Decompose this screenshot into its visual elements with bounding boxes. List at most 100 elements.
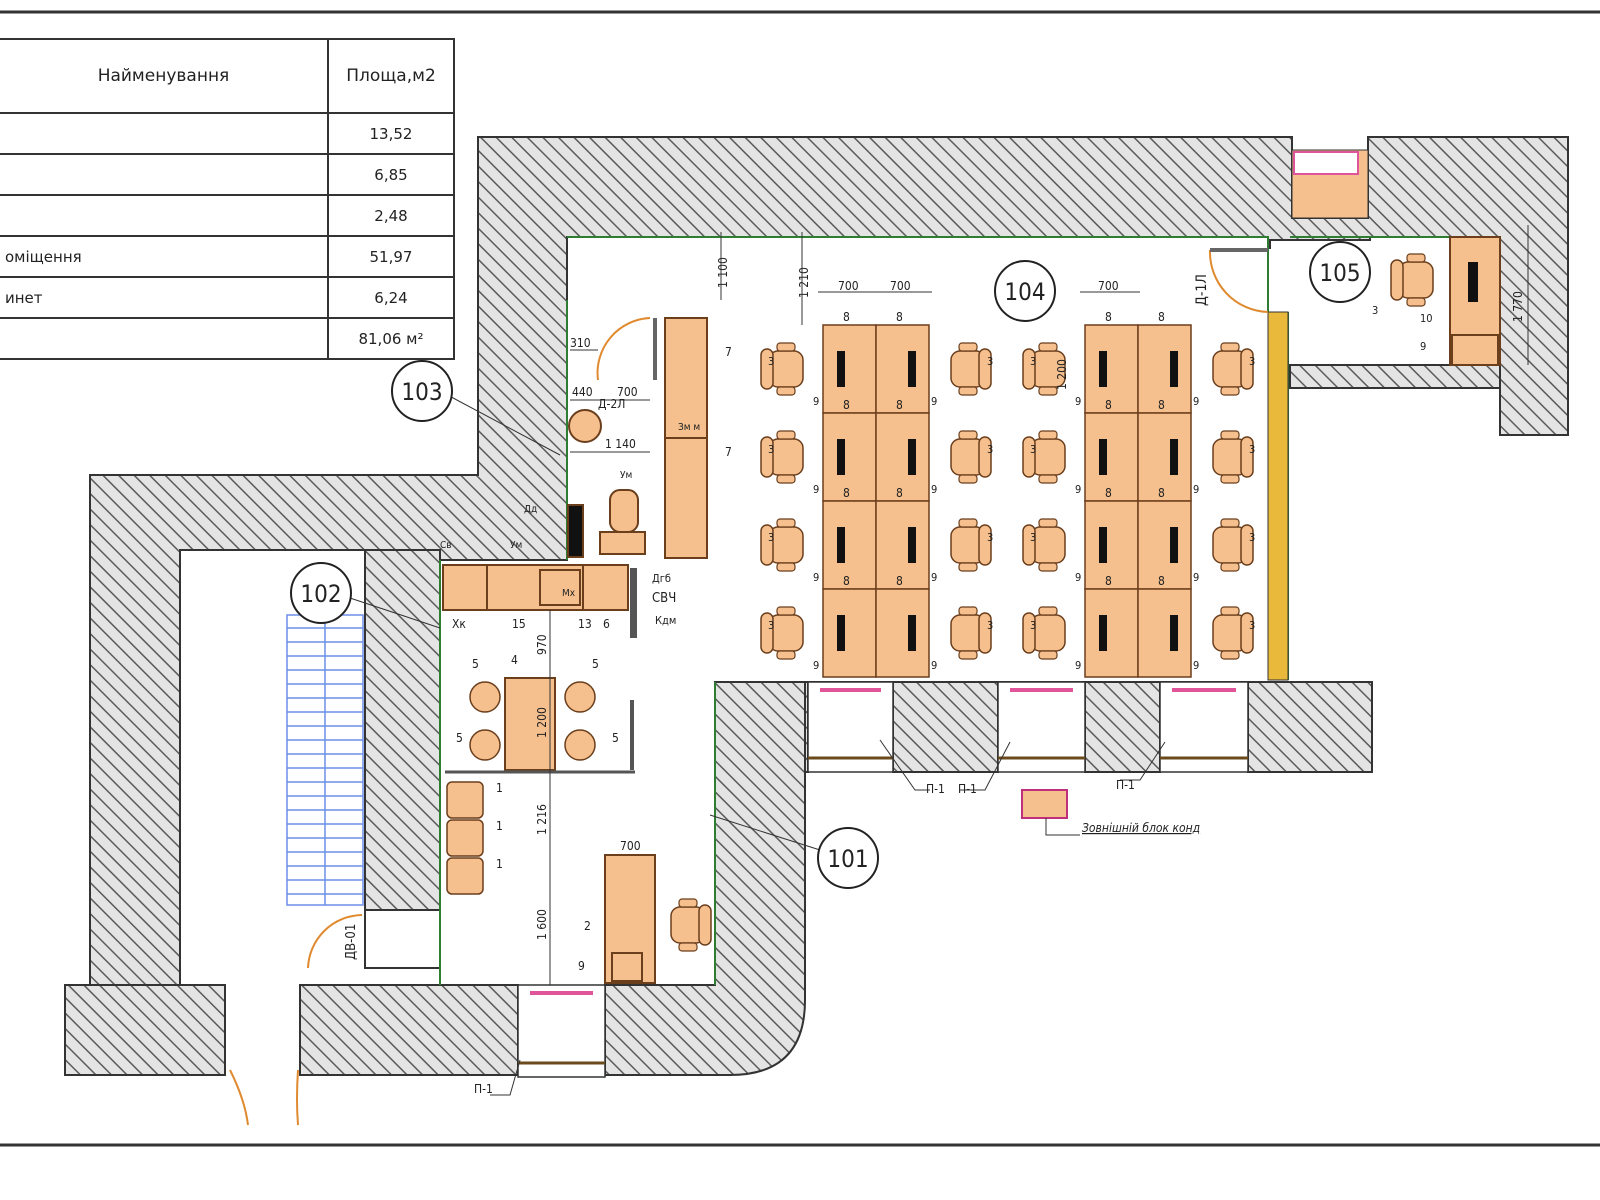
sink [539, 569, 581, 606]
svg-text:102: 102 [300, 580, 341, 608]
door-label-dv01: ДВ-01 [344, 924, 359, 960]
armchair-tag: 1 [496, 819, 503, 833]
chair-arm [958, 342, 978, 352]
row-name [0, 153, 329, 196]
desk [1137, 412, 1192, 502]
chair-arm [1220, 518, 1240, 528]
kitchen-label: Зм м [678, 422, 700, 433]
office-chair [1212, 606, 1254, 660]
monitor-tag: 9 [813, 395, 819, 408]
kitchen-label: 13 [578, 617, 592, 631]
chair-tag: 3 [1249, 355, 1255, 368]
desk-tag: 8 [896, 486, 903, 500]
dim: 1 216 [535, 804, 549, 835]
table-row-total: 81,06 м² [0, 317, 455, 360]
chair-back [1240, 612, 1254, 654]
monitor [1170, 351, 1178, 387]
chair-arm [1220, 474, 1240, 484]
monitor-tag: 9 [931, 395, 937, 408]
office-chair [1212, 342, 1254, 396]
svg-text:105: 105 [1319, 259, 1360, 287]
chair-arm [776, 518, 796, 528]
monitor [837, 439, 845, 475]
fridge-strip [630, 568, 637, 638]
wardrobe-tag: 7 [725, 445, 732, 459]
monitor-tag: 9 [1075, 395, 1081, 408]
desk-tag: 8 [896, 574, 903, 588]
table-header: Найменування Площа,м2 [0, 38, 455, 114]
room-label-104: 104 [994, 260, 1056, 322]
chair-arm [958, 430, 978, 440]
chair-arm [958, 606, 978, 616]
wall-stub-dv [364, 909, 441, 969]
chair-back [1022, 612, 1036, 654]
dim: 1 770 [1511, 291, 1525, 322]
shaft [567, 504, 584, 558]
row-area: 13,52 [327, 112, 455, 155]
desk [1137, 588, 1192, 678]
chair-back [760, 524, 774, 566]
desk [1084, 324, 1139, 414]
room-label-105: 105 [1309, 241, 1371, 303]
annotations: Д-1Л Д-2Л ДВ-01 П-1 П-1 П-1 П-1 Зовнішні… [344, 274, 1210, 1096]
dim: 1 140 [605, 437, 636, 451]
dim: 1 200 [535, 707, 549, 738]
chair-tag: 3 [1249, 619, 1255, 632]
dining-table [504, 677, 556, 771]
dining-chair [564, 729, 596, 761]
kitchen-label: 6 [603, 617, 610, 631]
chair-tag: 3 [1372, 304, 1378, 317]
washbasin [568, 409, 602, 443]
monitor [1099, 527, 1107, 563]
pedestal-tag: 9 [1420, 340, 1426, 353]
dining-chair [469, 681, 501, 713]
table-tag: 4 [511, 653, 518, 667]
chair-back [1022, 524, 1036, 566]
armchair-tag: 1 [496, 857, 503, 871]
office-chair [1022, 342, 1066, 396]
monitor [908, 351, 916, 387]
door-label-d2l: Д-2Л [598, 397, 625, 411]
office-chair [950, 430, 992, 484]
desk [1084, 588, 1139, 678]
kitchen-label: 15 [512, 617, 526, 631]
chair-arm [776, 562, 796, 572]
desk-tag: 8 [843, 486, 850, 500]
chair-arm [776, 386, 796, 396]
monitor [1099, 439, 1107, 475]
chair-tag: 3 [987, 619, 993, 632]
ac-outdoor-unit [1021, 789, 1068, 819]
boiler [609, 489, 639, 533]
dining-chair-tag: 5 [612, 731, 619, 745]
kitchen-label: Дгб [652, 572, 671, 585]
chair-back [1240, 524, 1254, 566]
dim: 700 [890, 279, 911, 293]
doors [229, 248, 1269, 1126]
chair-arm [958, 474, 978, 484]
monitor-tag: 9 [931, 659, 937, 672]
chair-tag: 3 [1249, 443, 1255, 456]
chair-arm [1038, 650, 1058, 660]
chair-arm [958, 386, 978, 396]
chair-seat [469, 729, 501, 761]
desk-tag: 8 [843, 574, 850, 588]
row-name: инет [0, 276, 329, 319]
chair-back [760, 612, 774, 654]
dining-chair-tag: 5 [472, 657, 479, 671]
dim: 440 [572, 385, 593, 399]
room-label-103: 103 [391, 360, 453, 422]
staircase [286, 611, 364, 906]
dining-chair [564, 681, 596, 713]
wall-105-bottom [1289, 364, 1501, 389]
monitor-105 [1468, 262, 1478, 302]
kitchen-label: СВЧ [652, 591, 676, 606]
office-chair [950, 518, 992, 572]
chair-seat [1398, 261, 1434, 299]
kitchen-label: Дд [524, 504, 537, 515]
door-dv01-arc [307, 914, 363, 969]
wall-bottom-left-1 [64, 984, 226, 1076]
chair-tag: 3 [1030, 443, 1036, 456]
